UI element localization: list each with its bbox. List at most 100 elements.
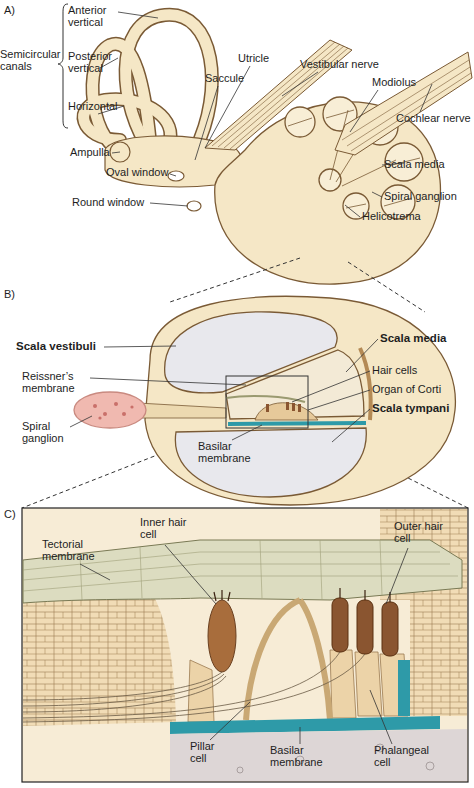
leader-lines-a — [98, 12, 432, 217]
leader-lines-a — [118, 12, 158, 18]
cochlear-section — [122, 412, 126, 416]
part-label: Helicotrema — [362, 210, 421, 222]
organ-of-corti-detail — [140, 547, 142, 598]
outer-hair-cells — [340, 588, 390, 602]
leader-lines-c — [386, 548, 408, 604]
part-label: Scala media — [384, 158, 445, 170]
part-label: Utricle — [238, 52, 269, 64]
part-label: Spiral ganglion — [384, 190, 457, 202]
panel-letter: A) — [4, 4, 15, 16]
organ-of-corti-detail — [260, 540, 262, 598]
organ-of-corti-detail — [410, 590, 467, 716]
outer-hair-cells — [332, 598, 348, 652]
leader-lines-c — [210, 702, 250, 740]
cochlear-section — [286, 402, 289, 410]
organ-of-corti-detail — [23, 540, 462, 603]
inner-hair-cell — [208, 600, 236, 672]
phalangeal-cells — [355, 652, 382, 716]
part-label: Reissner’s membrane — [22, 370, 90, 395]
pillar-cells — [300, 600, 330, 720]
part-label: Posterior vertical — [68, 50, 120, 75]
cochlear-section — [103, 412, 107, 416]
leader-lines-b — [70, 416, 92, 427]
phalangeal-cells — [188, 660, 214, 722]
cochlear-section — [266, 402, 301, 412]
leader-lines-a — [345, 205, 360, 217]
nerve-fibers — [23, 672, 222, 700]
part-label: Outer hair cell — [394, 520, 444, 545]
cochlear-nerve — [347, 67, 470, 146]
nerve-fibers — [23, 652, 340, 718]
part-label: Tectorial membrane — [42, 538, 112, 563]
leader-lines-b — [292, 371, 370, 402]
part-label: Anterior vertical — [68, 4, 120, 29]
part-label: Basilar membrane — [270, 744, 330, 769]
organ-of-corti-detail — [426, 762, 434, 770]
part-label: Phalangeal cell — [374, 744, 440, 769]
part-label: Modiolus — [372, 76, 416, 88]
cochlear-section — [93, 404, 97, 408]
organ-of-corti-detail — [23, 576, 458, 591]
cochlear-section — [114, 402, 118, 406]
vestibule — [168, 171, 184, 181]
leader-lines-b — [332, 409, 370, 442]
outer-hair-cells — [382, 602, 398, 656]
pillar-cells — [246, 600, 330, 720]
leader-lines-b — [232, 425, 262, 440]
cochlear-section — [226, 350, 364, 419]
semicircular-bracket — [58, 4, 68, 128]
panel-letter: C) — [4, 508, 16, 520]
organ-of-corti-detail — [23, 540, 458, 600]
cochlear-section — [255, 403, 318, 420]
cochlear-section — [93, 402, 134, 420]
leader-lines-a — [350, 90, 378, 132]
organ-of-corti-detail — [320, 540, 322, 600]
leader-lines-a — [195, 86, 218, 160]
organ-of-corti-detail — [237, 767, 243, 773]
cochlea — [288, 118, 312, 126]
leader-lines-a — [372, 192, 382, 197]
vestibule — [110, 142, 130, 162]
leader-lines-a — [150, 203, 188, 206]
leader-lines-c — [300, 727, 301, 744]
organ-of-corti-detail — [23, 564, 450, 580]
cochlear-section — [360, 348, 371, 420]
leader-lines-a — [112, 152, 120, 153]
part-label: Spiral ganglion — [22, 420, 72, 445]
part-label: Inner hair cell — [140, 516, 188, 541]
leader-lines-b — [90, 378, 246, 385]
inner-hair-cell — [228, 592, 230, 601]
pillar-cells — [246, 600, 300, 720]
part-label: Saccule — [205, 72, 244, 84]
cochlear-section — [266, 404, 269, 412]
leader-lines-b — [308, 390, 370, 410]
outer-hair-cells — [357, 600, 373, 654]
cochlea — [346, 204, 366, 208]
cochlear-section — [226, 376, 308, 428]
nerve-fibers — [23, 652, 365, 722]
part-label: Round window — [72, 196, 144, 208]
cochlear-section — [74, 392, 146, 428]
organ-of-corti-detail — [398, 660, 410, 716]
cochlea — [326, 110, 354, 118]
zoom-lines — [170, 258, 300, 302]
cochlear-section — [145, 296, 455, 505]
zoom-lines — [22, 258, 468, 508]
part-label: Ampulla — [70, 146, 110, 158]
chamber-label: Scala vestibuli — [16, 340, 96, 353]
leader-lines-b — [70, 339, 378, 442]
cochlear-section — [130, 405, 133, 408]
outer-hair-cells — [339, 588, 340, 598]
part-label: Vestibular nerve — [300, 58, 379, 70]
cochlear-section — [298, 404, 301, 412]
part-label: Horizontal — [68, 100, 118, 112]
cochlear-section — [226, 396, 305, 402]
cochlear-section — [175, 428, 366, 497]
semicircular-canals — [84, 15, 212, 155]
part-label: Basilar membrane — [198, 440, 258, 465]
chamber-label: Scala media — [380, 332, 446, 345]
leader-lines-a — [282, 72, 318, 96]
leader-lines-a — [170, 174, 176, 176]
cochlear-section — [228, 423, 366, 424]
part-label: Oval window — [106, 166, 168, 178]
